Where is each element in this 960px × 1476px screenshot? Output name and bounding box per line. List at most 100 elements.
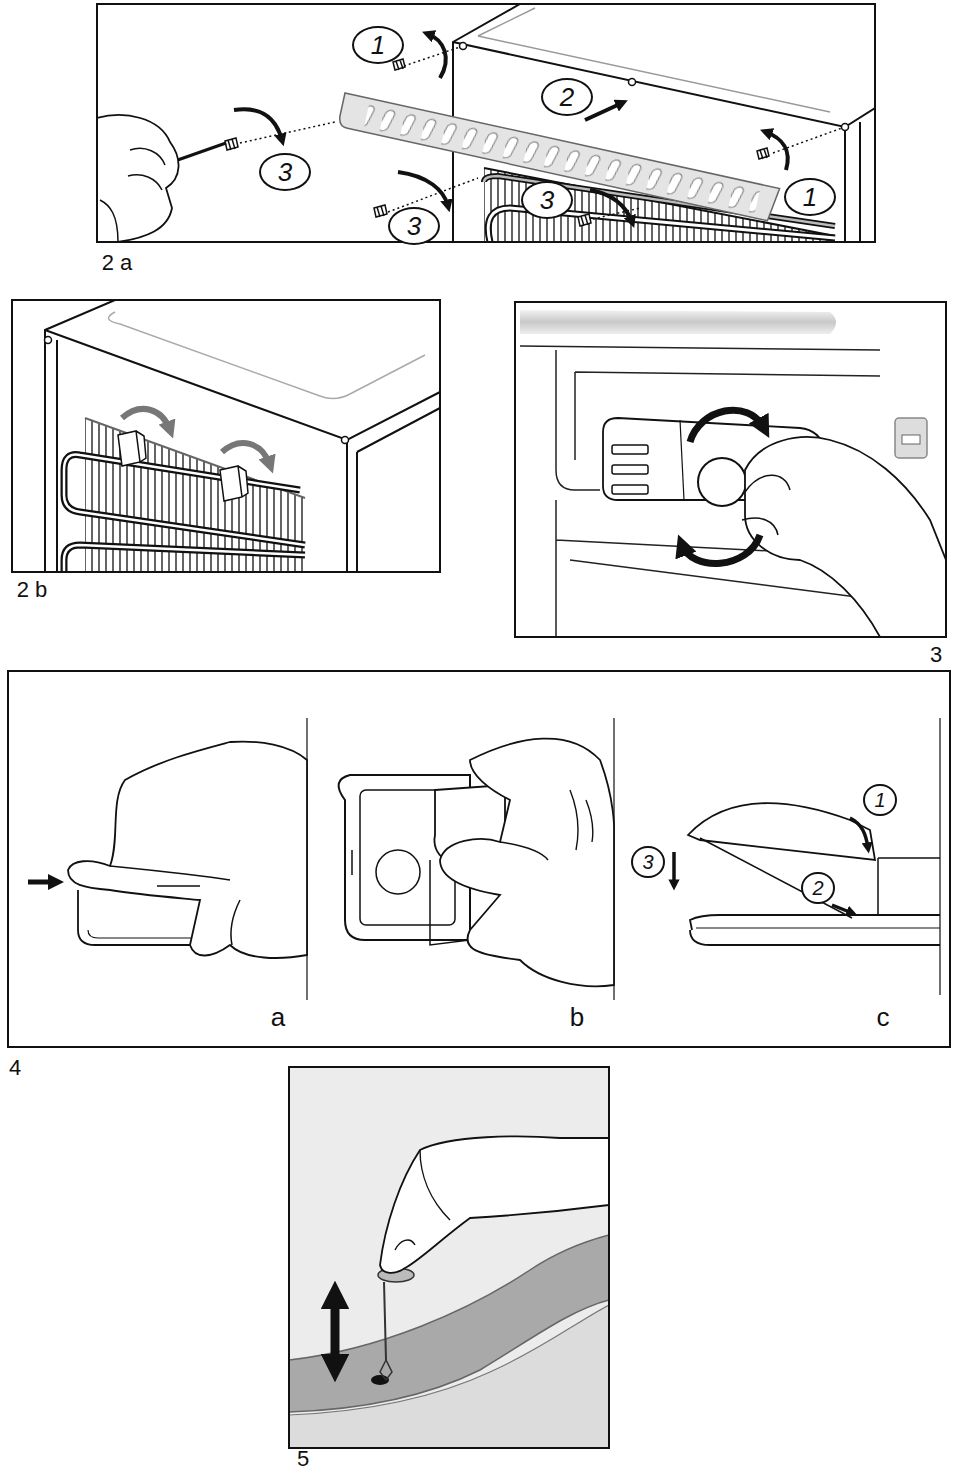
vent-slots xyxy=(612,445,648,494)
panel-frame xyxy=(289,1067,609,1448)
callout-number: 3 xyxy=(259,153,311,191)
screwdriver xyxy=(172,143,226,162)
motion-arrows xyxy=(234,34,788,222)
spacer-clip xyxy=(118,431,146,466)
figure-label: c xyxy=(877,1004,890,1030)
arrow xyxy=(234,109,282,140)
thermostat-knob xyxy=(698,458,746,506)
bulb xyxy=(376,850,420,894)
callout-number: 1 xyxy=(352,26,404,64)
guide-line xyxy=(240,47,842,219)
figure-label: 2 b xyxy=(17,579,48,601)
lamp-cover xyxy=(688,803,875,860)
housing-seam xyxy=(680,420,684,500)
pipe xyxy=(64,455,305,545)
cover-edge xyxy=(700,838,852,918)
hand-detail xyxy=(500,790,593,860)
callout-number: 3 xyxy=(521,181,573,219)
motion-arrows xyxy=(674,818,868,913)
screw xyxy=(393,59,405,70)
arrow xyxy=(585,103,622,120)
figure-label: 2 a xyxy=(102,252,133,274)
panel-frame xyxy=(97,4,875,242)
callout-number: 3 xyxy=(631,846,664,878)
panel-2b xyxy=(12,300,440,572)
hand-detail xyxy=(110,866,240,945)
callout-number: 1 xyxy=(863,784,896,816)
screw xyxy=(374,205,387,217)
slot xyxy=(612,485,648,494)
arrow xyxy=(428,34,446,78)
housing-mark xyxy=(351,850,353,875)
figure-label: 5 xyxy=(297,1448,309,1470)
screw xyxy=(225,138,238,150)
step-4a xyxy=(28,742,307,958)
fridge-top-recess xyxy=(109,312,425,399)
arrow xyxy=(682,535,760,563)
panel-5 xyxy=(289,1067,609,1448)
fridge-top-recess xyxy=(478,8,830,112)
panel-ground xyxy=(12,300,440,572)
arrow xyxy=(850,818,868,848)
hand-detail xyxy=(100,148,165,242)
figure-label: a xyxy=(271,1004,285,1030)
arrow xyxy=(832,905,852,913)
lamp-housing xyxy=(690,915,940,945)
hand xyxy=(380,1136,609,1272)
pipe xyxy=(64,545,305,572)
panel-ground xyxy=(289,1067,609,1448)
slot xyxy=(612,445,648,454)
callout-number: 1 xyxy=(784,178,836,216)
panel-frame xyxy=(515,302,946,637)
callout-number: 3 xyxy=(388,207,440,245)
motion-arrows xyxy=(122,409,270,465)
condenser-pipe-highlight xyxy=(64,455,305,572)
panel-2a xyxy=(97,4,875,242)
screw-hole xyxy=(45,337,52,344)
hand-detail xyxy=(742,475,790,535)
arrow xyxy=(590,190,632,222)
hand-detail xyxy=(395,1150,450,1250)
step-4b xyxy=(339,739,614,987)
motion-arrows xyxy=(682,410,764,563)
panel-frame xyxy=(12,300,440,572)
divider xyxy=(307,718,940,1000)
arrow xyxy=(222,443,270,465)
pipe xyxy=(64,545,305,572)
hand xyxy=(745,437,946,637)
motion-arrow xyxy=(331,1295,340,1368)
hand xyxy=(68,742,307,958)
figure-label: 3 xyxy=(930,644,942,666)
hand xyxy=(97,115,179,242)
light-switch xyxy=(895,418,927,458)
screw-hole xyxy=(342,437,349,444)
panel-ground xyxy=(515,302,946,637)
drain-tool xyxy=(384,1282,386,1360)
figure-label: b xyxy=(570,1004,584,1030)
screw-hole xyxy=(842,124,849,131)
screw-hole xyxy=(460,43,467,50)
push-arrow xyxy=(28,880,56,885)
condenser-pipe xyxy=(64,455,305,572)
screw xyxy=(757,148,769,159)
panel-frame xyxy=(8,671,950,1047)
slot xyxy=(612,465,648,474)
arrow xyxy=(690,410,764,442)
screw-hole xyxy=(629,79,636,86)
screws xyxy=(225,59,769,226)
panel-3 xyxy=(515,302,946,637)
figure-label: 4 xyxy=(9,1057,21,1079)
arrow xyxy=(122,409,170,430)
panel-ground xyxy=(97,4,875,242)
pipe xyxy=(64,455,305,545)
spacer-clips xyxy=(118,431,248,501)
drain-tool-tip xyxy=(380,1360,392,1380)
fridge-body xyxy=(453,4,875,242)
screw xyxy=(578,214,591,226)
callout-number: 2 xyxy=(801,872,834,904)
step-4c xyxy=(674,803,940,945)
arrow xyxy=(398,172,448,206)
switch-button xyxy=(902,435,920,444)
